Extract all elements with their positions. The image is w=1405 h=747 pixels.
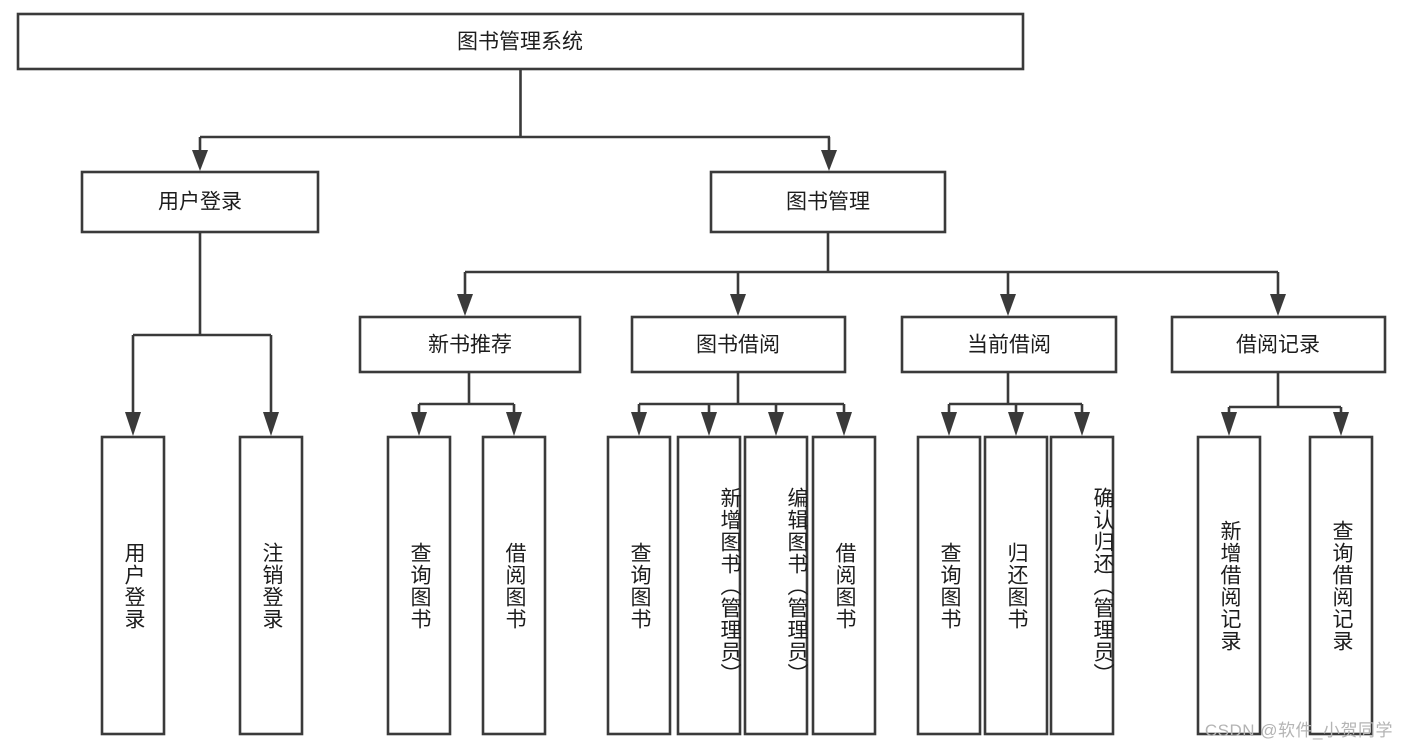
arrow-head-leaf-return-book — [1008, 412, 1024, 436]
leaf-add-book-box[interactable] — [676, 435, 742, 736]
node-book-borrow-label: 图书借阅 — [696, 334, 780, 357]
leaf-query-record-box[interactable] — [1308, 435, 1374, 736]
leaf-borrow-book-1-box[interactable] — [481, 435, 547, 736]
node-borrow-record[interactable]: 借阅记录 — [1170, 315, 1387, 374]
node-borrow-record-box[interactable] — [1170, 315, 1387, 374]
arrow-head-leaf-query-record — [1333, 412, 1349, 436]
node-book-manage-box[interactable] — [709, 170, 947, 234]
leaf-confirm-return-box[interactable] — [1049, 435, 1115, 736]
arrow-head-leaf-query-book-2 — [631, 412, 647, 436]
node-current-borrow-box[interactable] — [900, 315, 1118, 374]
node-book-manage-label: 图书管理 — [786, 191, 870, 214]
node-current-borrow-label: 当前借阅 — [967, 334, 1051, 357]
leaf-boxes-group — [100, 435, 1374, 736]
node-user-login-box[interactable] — [80, 170, 320, 234]
node-new-book-rec[interactable]: 新书推荐 — [358, 315, 582, 374]
node-new-book-rec-label: 新书推荐 — [428, 334, 512, 357]
leaf-borrow-book-2-box[interactable] — [811, 435, 877, 736]
node-root[interactable]: 图书管理系统 — [16, 12, 1025, 71]
arrow-head-new-book-rec — [457, 294, 473, 316]
arrow-head-leaf-edit-book — [768, 412, 784, 436]
node-book-manage[interactable]: 图书管理 — [709, 170, 947, 234]
node-user-login[interactable]: 用户登录 — [80, 170, 320, 234]
leaf-query-book-3-box[interactable] — [916, 435, 982, 736]
node-new-book-rec-box[interactable] — [358, 315, 582, 374]
node-book-borrow[interactable]: 图书借阅 — [630, 315, 847, 374]
node-root-label: 图书管理系统 — [457, 31, 583, 54]
arrow-head-book-manage — [821, 150, 837, 171]
leaf-query-book-1-box[interactable] — [386, 435, 452, 736]
arrow-head-leaf-query-book-3 — [941, 412, 957, 436]
arrow-head-leaf-borrow-book-2 — [836, 412, 852, 436]
leaf-query-book-2-box[interactable] — [606, 435, 672, 736]
arrow-head-user-login — [192, 150, 208, 171]
arrow-head-current-borrow — [1000, 294, 1016, 316]
watermark: CSDN @软件_小贺同学 — [1204, 721, 1393, 740]
arrow-head-leaf-query-book-1 — [411, 412, 427, 436]
leaf-logout-box[interactable] — [238, 435, 304, 736]
arrow-head-leaf-borrow-book-1 — [506, 412, 522, 436]
arrow-head-book-borrow — [730, 294, 746, 316]
leaf-user-login-box[interactable] — [100, 435, 166, 736]
node-current-borrow[interactable]: 当前借阅 — [900, 315, 1118, 374]
arrow-head-leaf-add-record — [1221, 412, 1237, 436]
arrow-head-leaf-user-login — [125, 412, 141, 436]
node-root-box[interactable] — [16, 12, 1025, 71]
arrow-head-leaf-add-book — [701, 412, 717, 436]
leaf-edit-book-box[interactable] — [743, 435, 809, 736]
node-user-login-label: 用户登录 — [158, 191, 242, 214]
arrow-head-leaf-confirm-return — [1074, 412, 1090, 436]
node-book-borrow-box[interactable] — [630, 315, 847, 374]
arrow-head-borrow-record — [1270, 294, 1286, 316]
node-borrow-record-label: 借阅记录 — [1236, 334, 1320, 357]
arrow-head-leaf-logout — [263, 412, 279, 436]
leaf-return-book-box[interactable] — [983, 435, 1049, 736]
leaf-add-record-box[interactable] — [1196, 435, 1262, 736]
connectors-group — [125, 69, 1349, 436]
